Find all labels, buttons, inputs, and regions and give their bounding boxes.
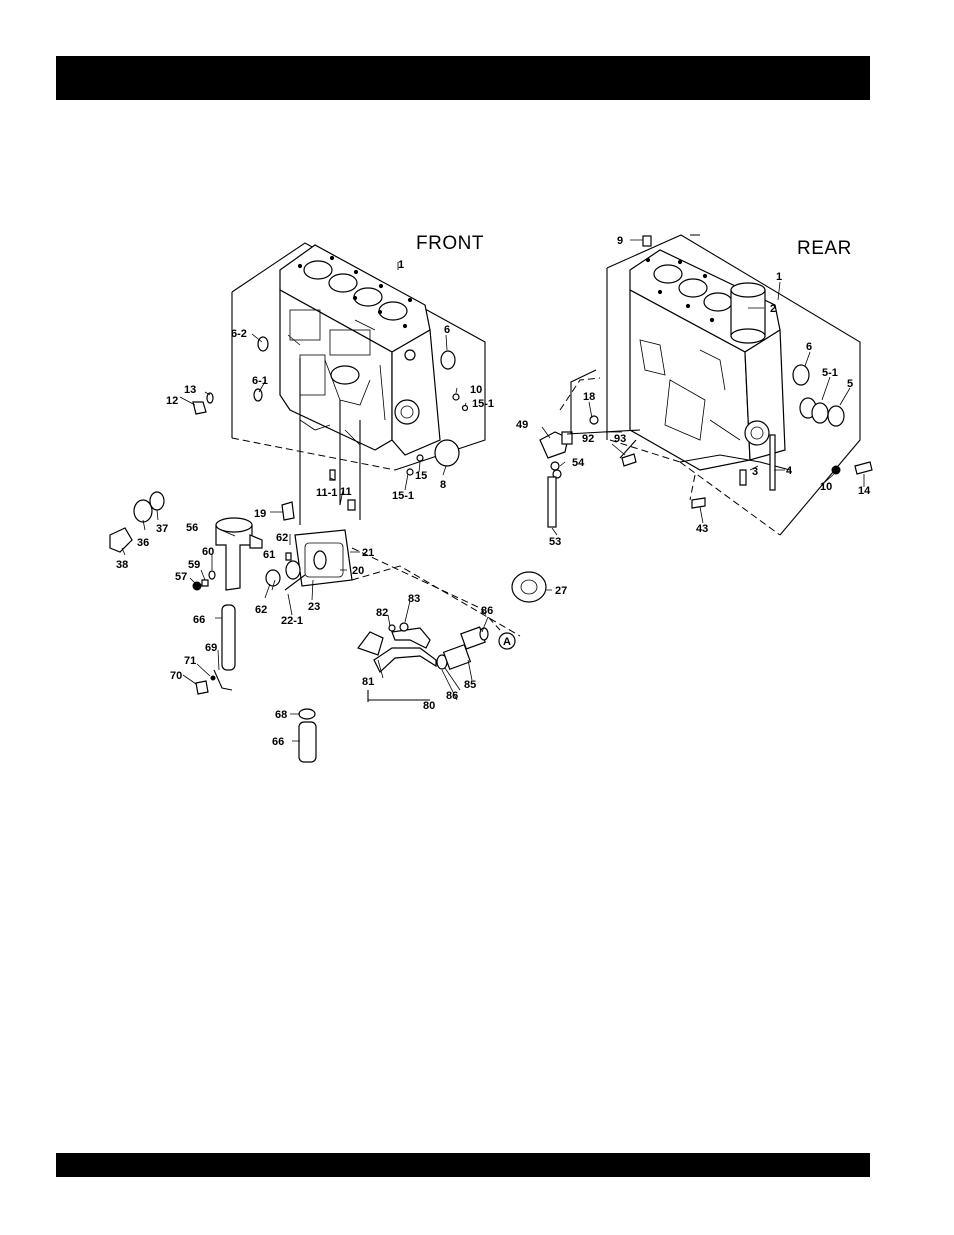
- part-label: 10: [470, 384, 482, 396]
- part-label: 10: [820, 481, 832, 493]
- part-label: 23: [308, 601, 320, 613]
- part-label: 71: [184, 655, 196, 667]
- part-label: 13: [184, 384, 196, 396]
- part-label: 1: [398, 259, 404, 271]
- part-label: 83: [408, 593, 420, 605]
- part-label: 61: [263, 549, 275, 561]
- part-label: 5-1: [822, 367, 838, 379]
- part-label: 68: [275, 709, 287, 721]
- part-label: 6: [806, 341, 812, 353]
- part-label: 82: [376, 607, 388, 619]
- part-label: 12: [166, 395, 178, 407]
- part-label: 56: [186, 522, 198, 534]
- part-label: 59: [188, 559, 200, 571]
- part-label: 92: [582, 433, 594, 445]
- part-label: 19: [254, 508, 266, 520]
- callout-circle-label: A: [503, 636, 511, 648]
- part-label: 69: [205, 642, 217, 654]
- part-label: 37: [156, 523, 168, 535]
- part-label: 2: [770, 303, 776, 315]
- part-label: 14: [858, 485, 871, 497]
- part-label: 57: [175, 571, 187, 583]
- part-label: 5: [847, 378, 853, 390]
- part-label: 4: [786, 465, 793, 477]
- part-label: 15: [415, 470, 427, 482]
- part-label: 6-2: [231, 328, 247, 340]
- part-label: 70: [170, 670, 182, 682]
- part-label: 6-1: [252, 375, 268, 387]
- part-label: 20: [352, 565, 364, 577]
- part-label: 43: [696, 523, 708, 535]
- part-label: 18: [583, 391, 595, 403]
- part-label: 27: [555, 585, 567, 597]
- part-label: 11-1: [316, 487, 337, 499]
- part-label: 86: [446, 690, 458, 702]
- part-label: 62: [255, 604, 267, 616]
- part-label: 3: [752, 466, 758, 478]
- part-label: 53: [549, 536, 561, 548]
- part-label: 36: [137, 537, 149, 549]
- footer-bar: [56, 1153, 870, 1177]
- part-label: 66: [272, 736, 284, 748]
- part-label: 93: [614, 433, 626, 445]
- part-label: 80: [423, 700, 435, 712]
- part-label: 15-1: [392, 490, 414, 502]
- part-label: 38: [116, 559, 128, 571]
- part-label: 66: [193, 614, 205, 626]
- part-label: 62: [276, 532, 288, 544]
- part-label: 6: [444, 324, 450, 336]
- part-label: 86: [481, 605, 493, 617]
- part-label: 54: [572, 457, 585, 469]
- part-label: 60: [202, 546, 214, 558]
- part-label: 21: [362, 547, 374, 559]
- part-label: 49: [516, 419, 528, 431]
- part-label: 1: [776, 271, 782, 283]
- part-label: 9: [617, 235, 623, 247]
- part-label: 15-1: [472, 398, 494, 410]
- part-label: 85: [464, 679, 476, 691]
- part-label: 81: [362, 676, 374, 688]
- part-label: 22-1: [281, 615, 303, 627]
- part-label: 8: [440, 479, 446, 491]
- part-label: 11: [340, 486, 352, 498]
